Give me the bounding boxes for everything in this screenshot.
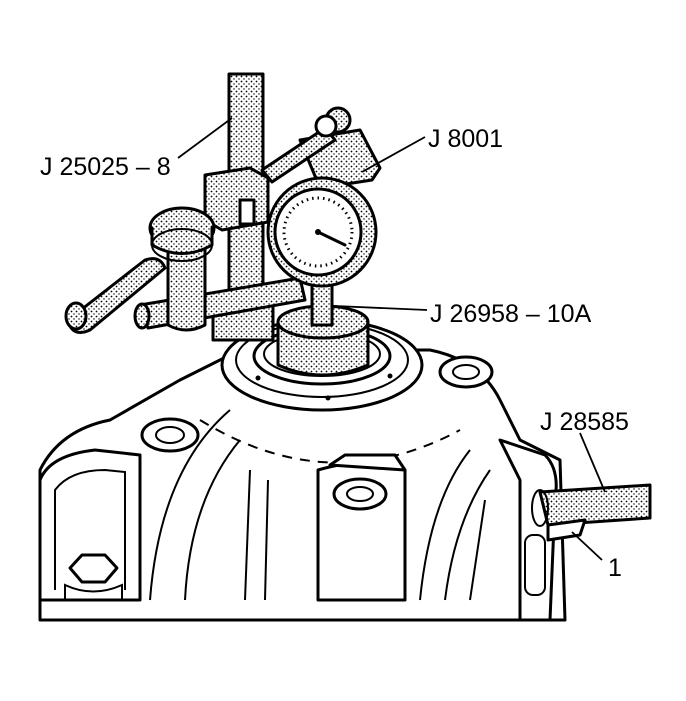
bolt-holes [64,355,494,600]
leader-lines [177,117,606,561]
callout-bar: J 28585 [540,408,629,436]
callout-item-1: 1 [608,554,622,582]
callout-stand: J 25025 – 8 [40,153,171,181]
dial-indicator [260,106,382,327]
clamp-arm [64,206,307,334]
callout-gauge-plug: J 26958 – 10A [430,300,592,328]
bar-tool [531,483,652,542]
callout-dial-indicator: J 8001 [428,125,503,153]
transmission-housing [38,348,567,622]
gauge-plug [276,304,370,377]
